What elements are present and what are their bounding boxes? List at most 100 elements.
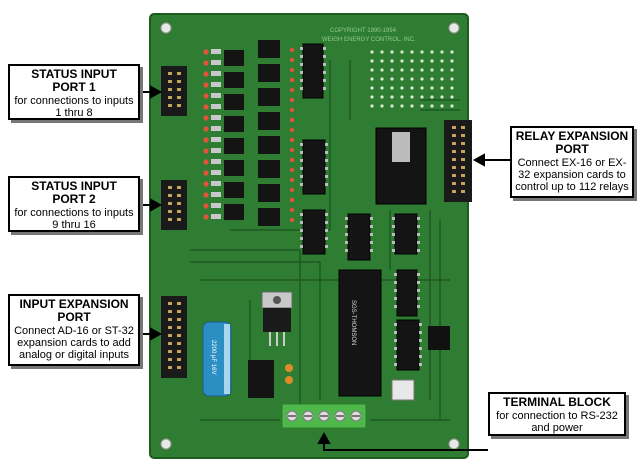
ceramic-capacitor: [285, 364, 293, 372]
header-pin: [168, 334, 172, 337]
chip-pin: [325, 151, 328, 154]
status-port-2-connector: [161, 180, 187, 230]
led: [203, 60, 209, 66]
via: [400, 104, 404, 108]
via: [380, 50, 384, 54]
ic-chip: [302, 209, 326, 255]
maker-silkscreen: WEIGH ENERGY CONTROL, INC.: [322, 37, 416, 43]
led: [289, 57, 295, 63]
chip-pin: [394, 347, 397, 350]
microcontroller-chip: SGS-THOMSON: [338, 269, 382, 397]
led: [203, 148, 209, 154]
chip-pin: [323, 87, 326, 90]
header-pin: [177, 210, 181, 213]
resistor: [211, 214, 221, 219]
chip-pin: [417, 273, 420, 276]
via: [370, 95, 374, 99]
voltage-regulator: [261, 291, 293, 346]
chip-pin: [370, 217, 373, 220]
optocoupler: [258, 64, 280, 82]
chip-pin: [300, 221, 303, 224]
chip-pin: [394, 331, 397, 334]
chip-pin: [325, 213, 328, 216]
ic-chip: [394, 213, 418, 255]
chip-pin: [300, 213, 303, 216]
mounting-hole: [448, 438, 460, 450]
callout-status-input-port-1: STATUS INPUT PORT 1 for connections to i…: [8, 64, 140, 120]
mounting-hole: [160, 22, 172, 34]
led: [289, 147, 295, 153]
optocoupler: [224, 50, 244, 66]
chip-pin: [370, 233, 373, 236]
chip-pin: [300, 87, 303, 90]
chip-pin: [394, 363, 397, 366]
optocoupler: [224, 94, 244, 110]
resistor: [211, 159, 221, 164]
callout-arrows: [140, 85, 510, 451]
via: [400, 95, 404, 99]
led: [289, 77, 295, 83]
terminal-block: [281, 403, 367, 429]
via: [400, 68, 404, 72]
chip-pin: [323, 79, 326, 82]
via: [420, 50, 424, 54]
mounting-hole: [160, 438, 172, 450]
optocoupler: [258, 136, 280, 154]
led: [289, 127, 295, 133]
chip-pin: [394, 281, 397, 284]
chip-pin: [392, 233, 395, 236]
optocoupler: [224, 116, 244, 132]
header-pin: [168, 96, 172, 99]
led: [289, 167, 295, 173]
header-pin: [461, 190, 465, 193]
header-pin: [168, 310, 172, 313]
callout-input-expansion-port: INPUT EXPANSION PORT Connect AD-16 or ST…: [8, 294, 140, 366]
ceramic-capacitor: [285, 376, 293, 384]
led: [289, 187, 295, 193]
chip-pin: [300, 71, 303, 74]
optocoupler: [258, 208, 280, 226]
via: [440, 59, 444, 63]
header-pin: [177, 366, 181, 369]
callout-title: INPUT EXPANSION PORT: [19, 297, 129, 324]
header-pin: [168, 194, 172, 197]
optocoupler: [224, 72, 244, 88]
chip-pin: [394, 305, 397, 308]
callout-description: for connections to inputs 9 thru 16: [14, 207, 134, 231]
header-pin: [452, 150, 456, 153]
chip-pin: [419, 347, 422, 350]
header-pin: [177, 350, 181, 353]
header-pin: [461, 182, 465, 185]
resistor: [211, 60, 221, 65]
capacitor-label: 2200 µF 16V: [210, 340, 216, 374]
chip-pin: [417, 281, 420, 284]
optocoupler: [224, 160, 244, 176]
chip-pin: [417, 305, 420, 308]
header-pin: [452, 158, 456, 161]
chip-pin: [370, 225, 373, 228]
chip-pin: [325, 221, 328, 224]
chip-pin: [323, 47, 326, 50]
callout-description: for connections to inputs 1 thru 8: [14, 95, 134, 119]
via: [390, 68, 394, 72]
header-pin: [461, 126, 465, 129]
led: [289, 47, 295, 53]
via: [410, 86, 414, 90]
header-pin: [177, 202, 181, 205]
via: [410, 59, 414, 63]
callout-title: RELAY EXPANSION PORT: [515, 129, 629, 156]
via: [450, 50, 454, 54]
arrow-head: [150, 327, 163, 341]
via: [440, 104, 444, 108]
led: [203, 104, 209, 110]
chip-pin: [417, 217, 420, 220]
ic-chip: [396, 319, 420, 371]
component-array: [203, 40, 295, 226]
via: [430, 77, 434, 81]
status-port-1-connector: [161, 66, 187, 116]
callout-description: Connect AD-16 or ST-32 expansion cards t…: [14, 325, 134, 361]
chip-pin: [370, 241, 373, 244]
arrow-head: [472, 153, 485, 167]
mounting-hole: [448, 22, 460, 34]
chip-pin: [345, 217, 348, 220]
